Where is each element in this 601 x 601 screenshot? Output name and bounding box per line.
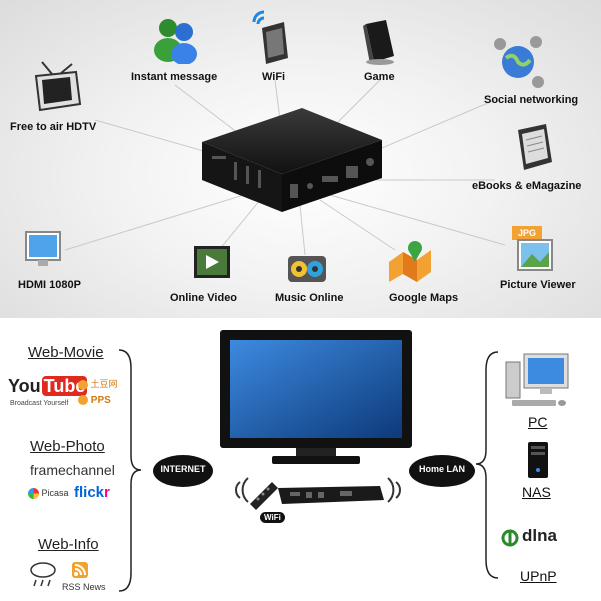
upnp-label: UPnP	[520, 568, 557, 584]
web-movie-title: Web-Movie	[28, 344, 104, 361]
label-music-online: Music Online	[275, 292, 344, 304]
label-instant-message: Instant message	[131, 71, 218, 83]
internet-label: INTERNET	[160, 464, 206, 474]
wifi-router-icon	[252, 10, 288, 64]
nas-icon	[528, 442, 548, 478]
home-lan-label: Home LAN	[418, 464, 465, 474]
youtube-tube: Tube	[41, 376, 88, 396]
youtube-you: You	[8, 376, 41, 396]
tudou-logo: 土豆网	[78, 377, 118, 390]
web-photo-title: Web-Photo	[30, 438, 105, 455]
pps-label: PPS	[90, 395, 111, 406]
internet-oval	[153, 455, 213, 487]
label-social-networking: Social networking	[484, 94, 579, 106]
pc-label: PC	[528, 414, 548, 430]
media-box-front	[278, 486, 384, 504]
music-player-icon	[288, 256, 326, 282]
flat-screen-tv	[220, 330, 412, 464]
retro-tv-icon	[34, 61, 82, 112]
remote-control-icon	[250, 482, 278, 510]
wifi-waves-left	[235, 477, 249, 503]
flickr-r: r	[104, 484, 110, 501]
dlna-icon	[501, 529, 519, 547]
youtube-tagline: Broadcast Yourself	[10, 400, 69, 407]
right-bracket	[475, 351, 499, 579]
game-console-icon	[363, 20, 394, 65]
android-tv-box	[202, 108, 382, 212]
label-ebooks: eBooks & eMagazine	[472, 180, 582, 192]
home-lan-oval	[409, 455, 475, 487]
picasa-logo: Picasa	[28, 488, 69, 500]
label-google-maps: Google Maps	[389, 292, 459, 304]
web-info-title: Web-Info	[38, 536, 99, 553]
framechannel-logo: framechannel	[30, 462, 115, 478]
map-pin-icon	[389, 241, 431, 282]
ebook-reader-icon	[518, 124, 552, 170]
rss-news-label: RSS News	[62, 582, 106, 592]
jpg-badge: JPG	[512, 226, 542, 240]
label-online-video: Online Video	[170, 292, 238, 304]
dlna-label: dlna	[522, 526, 557, 545]
label-wifi: WiFi	[262, 71, 286, 83]
messenger-icon	[154, 19, 197, 64]
flickr-logo: flickr	[74, 484, 110, 501]
label-game: Game	[364, 71, 395, 83]
left-bracket	[118, 349, 142, 592]
desktop-pc-icon	[505, 353, 569, 406]
video-player-icon	[194, 246, 230, 278]
globe-network-icon	[494, 36, 544, 88]
monitor-icon	[25, 231, 61, 266]
weather-icon	[30, 562, 56, 587]
label-picture-viewer: Picture Viewer	[500, 279, 576, 291]
label-hdmi-1080p: HDMI 1080P	[18, 279, 81, 291]
label-free-to-air-hdtv: Free to air HDTV	[10, 121, 97, 133]
rss-icon	[72, 562, 88, 578]
pps-logo: PPS	[78, 395, 111, 406]
picasa-label: Picasa	[41, 488, 69, 498]
flickr-main: flick	[74, 484, 105, 501]
wifi-waves-right	[387, 477, 401, 503]
nas-label: NAS	[522, 484, 551, 500]
tudou-label: 土豆网	[90, 379, 118, 389]
picture-icon	[517, 239, 553, 271]
wifi-badge: WiFi	[260, 512, 285, 523]
